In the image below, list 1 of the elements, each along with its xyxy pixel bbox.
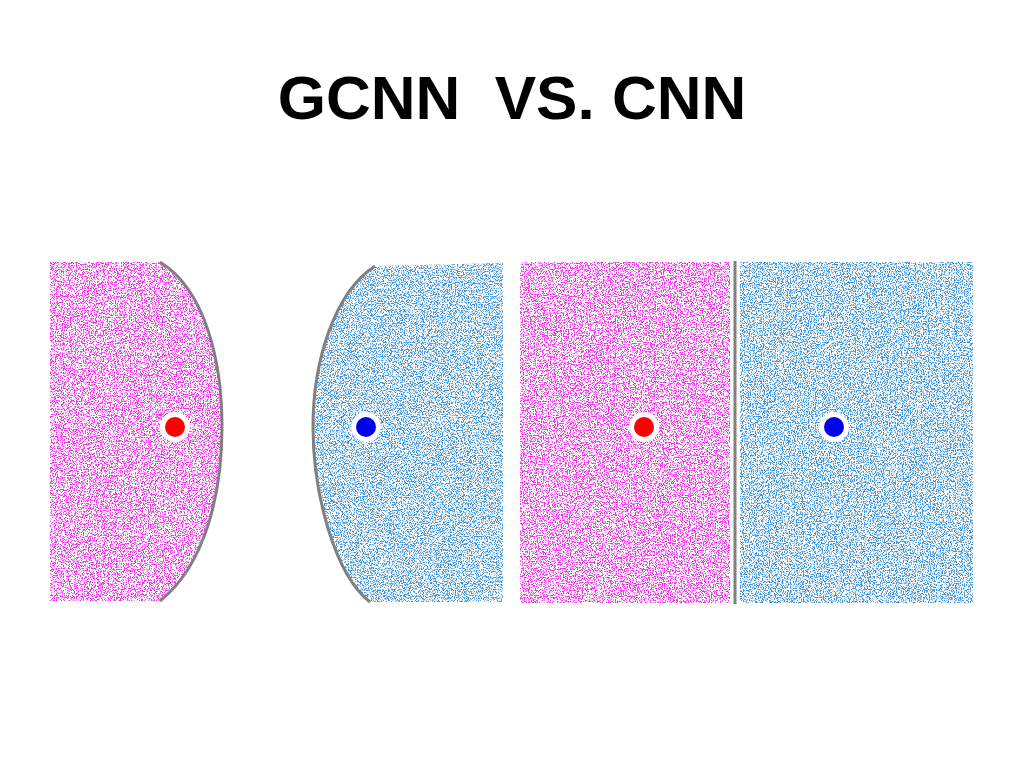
title: GCNN VS. CNN (277, 67, 747, 129)
